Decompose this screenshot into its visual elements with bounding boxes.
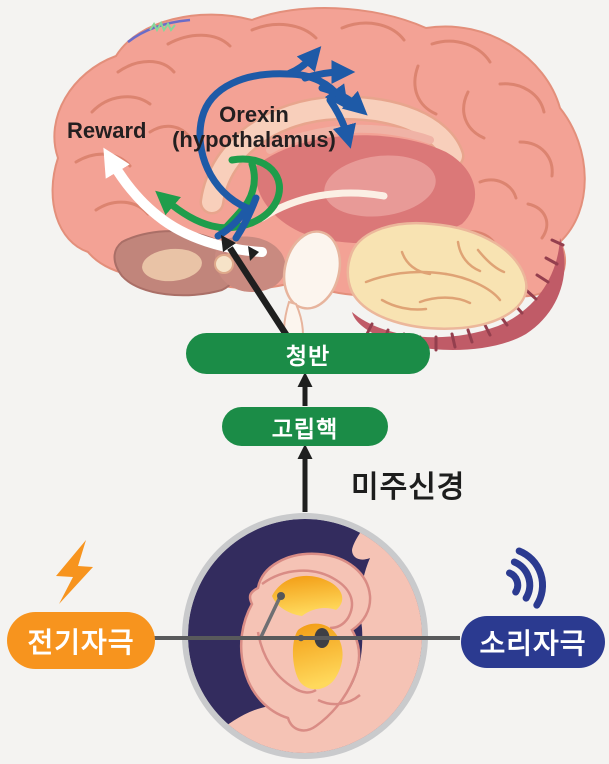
concha-highlight [292, 623, 343, 690]
thalamus [324, 155, 436, 217]
cymba-highlight [272, 575, 343, 616]
temporal-inner [142, 248, 202, 282]
head-skin [197, 519, 422, 753]
orexin-label-line1: Orexin [219, 102, 289, 127]
lightning-bolt-icon [56, 540, 93, 604]
cerebellum-branches [364, 240, 506, 311]
orexin-label: Orexin (hypothalamus) [148, 102, 360, 152]
antihelix-ridge [256, 631, 317, 694]
orexin-pathway-arrows [196, 46, 368, 242]
orexin-label-line2: (hypothalamus) [172, 127, 336, 152]
helix-ridge [261, 569, 354, 630]
reward-label: Reward [67, 118, 147, 143]
node-solitary-nucleus: 고립핵 [222, 407, 388, 446]
sound-waves-icon [506, 547, 547, 609]
node-locus-coeruleus: 청반 [186, 333, 430, 374]
pituitary [214, 254, 234, 274]
brain-illustration [51, 7, 586, 358]
acupuncture-needle [259, 592, 285, 639]
vagus-ascending-arrows [297, 372, 313, 512]
vagus-nerve-label: 미주신경 [351, 471, 466, 504]
cerebellum [346, 221, 528, 330]
electrical-stimulation-badge: 전기자극 [7, 612, 155, 669]
lobe-crease [317, 694, 361, 706]
pons [282, 230, 342, 310]
sound-stimulation-badge: 소리자극 [461, 616, 605, 668]
cerebellum-striped-band [352, 238, 565, 350]
eeg-trace-decoration [127, 18, 191, 43]
